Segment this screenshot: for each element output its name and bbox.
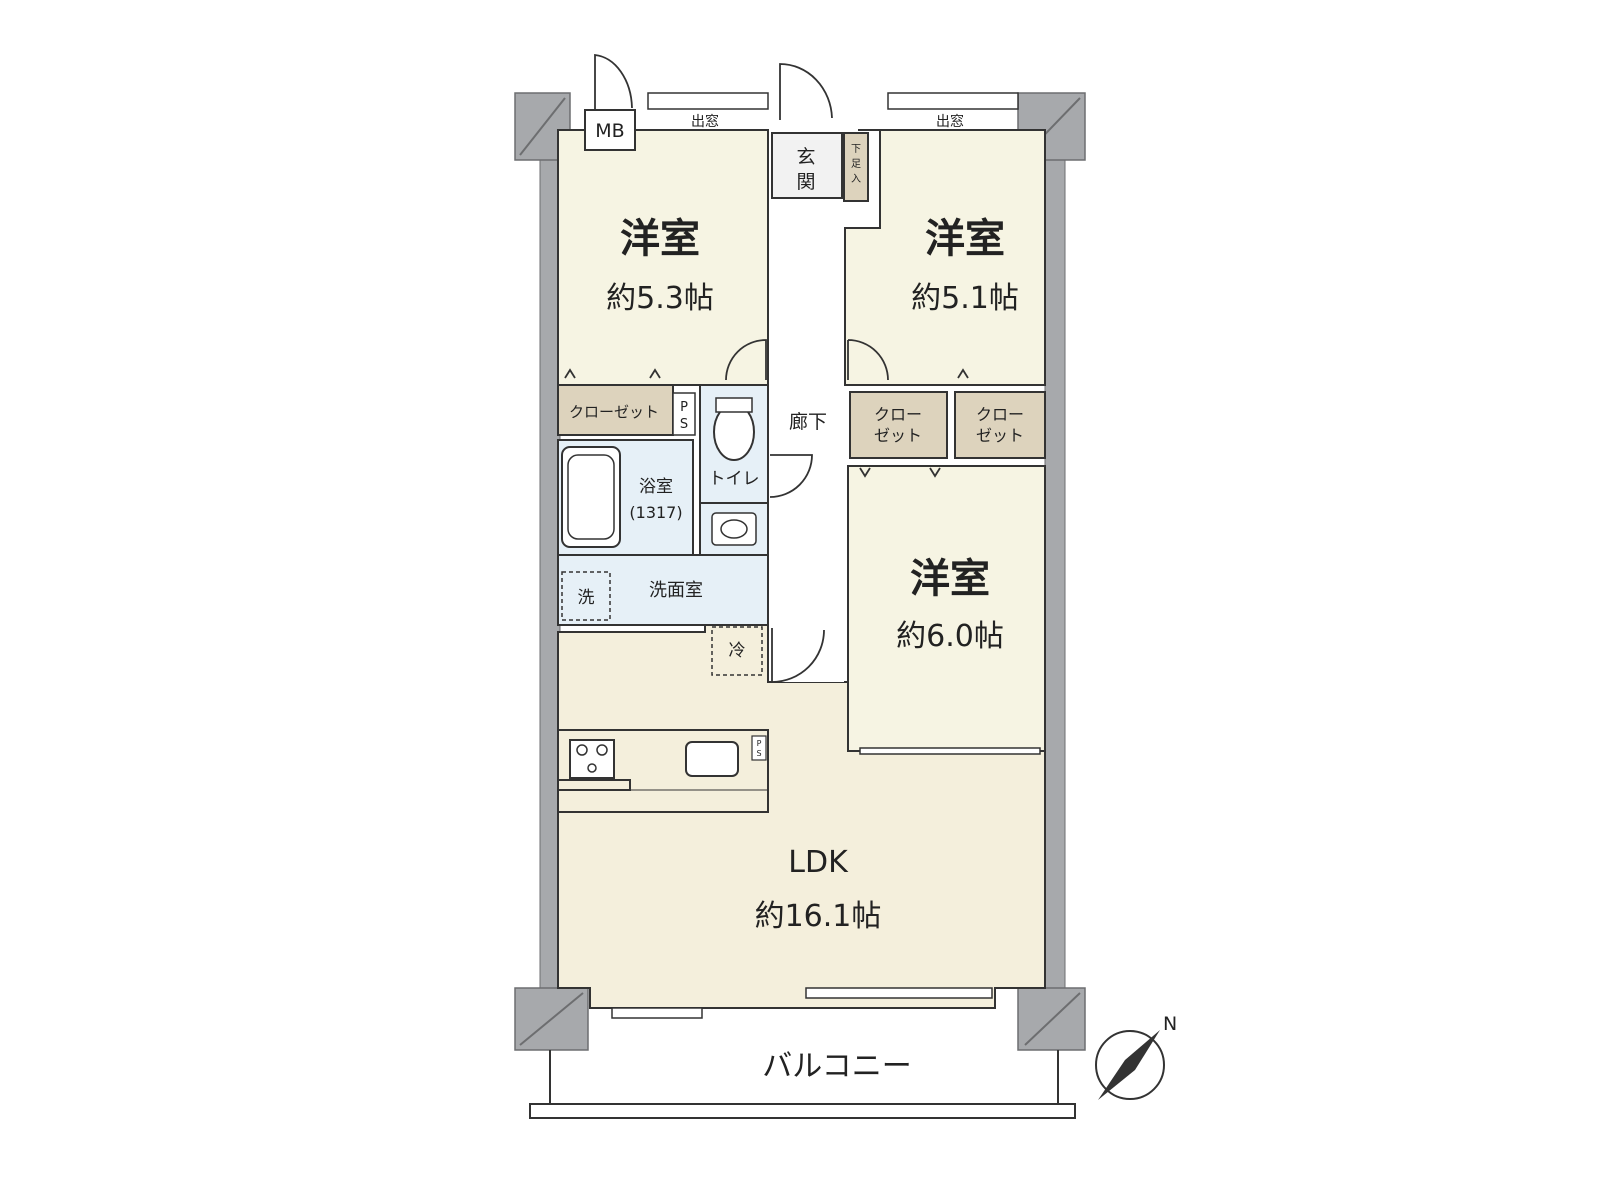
exterior-walls — [514, 92, 1086, 1051]
ps-top-label-1: P — [680, 400, 688, 415]
closet-3-label-2: ゼット — [976, 426, 1024, 445]
washer-label: 洗 — [578, 588, 595, 608]
washroom-label: 洗面室 — [649, 580, 703, 601]
room-western-1 — [557, 129, 769, 386]
western-3-size: 約6.0帖 — [896, 619, 1004, 654]
closet-2-label-1: クロー — [874, 405, 922, 424]
corridor-label: 廊下 — [789, 411, 827, 433]
room-western-3 — [847, 465, 1046, 752]
closet-1-label: クローゼット — [569, 403, 659, 421]
fixtures — [557, 397, 769, 813]
compass: N — [1095, 1013, 1177, 1100]
balcony-label: バルコニー — [762, 1049, 911, 1084]
bay-window-left-label: 出窓 — [691, 113, 719, 130]
fridge-space — [711, 626, 763, 676]
doors — [564, 54, 969, 683]
ps-kitchen-label-1: P — [757, 739, 762, 748]
bay-window-right — [887, 92, 1019, 110]
room-western-2 — [844, 129, 1046, 386]
compass-north-label: N — [1163, 1013, 1177, 1035]
bay-window-right-label: 出窓 — [936, 113, 964, 130]
ps-kitchen-label-2: S — [756, 749, 761, 758]
wash-basin — [720, 519, 748, 539]
window-ldk-2 — [805, 987, 993, 999]
door-mb — [594, 54, 633, 110]
closet-door-markers — [564, 368, 969, 478]
bath-size-label: (1317) — [629, 503, 682, 522]
balcony-rail — [529, 1103, 1076, 1119]
shoe-box-label-1: 下 — [851, 144, 861, 155]
window-ldk-1 — [611, 1007, 703, 1019]
door-ldk — [771, 628, 825, 683]
room-floors — [557, 109, 1046, 1009]
door-western-2 — [847, 339, 889, 381]
ldk-name: LDK — [788, 845, 849, 880]
western-1-size: 約5.3帖 — [606, 281, 714, 316]
toilet-label: トイレ — [709, 469, 760, 489]
door-western-1 — [725, 339, 767, 381]
western-3-name: 洋室 — [910, 556, 990, 602]
closet-3 — [954, 391, 1046, 459]
fridge-label: 冷 — [729, 641, 746, 661]
window-western-3 — [859, 747, 1041, 755]
closet-2 — [849, 391, 948, 459]
bath-name-label: 浴室 — [639, 477, 673, 497]
washroom-floor — [557, 554, 769, 626]
corridor-floor — [772, 198, 844, 682]
closet-3-label-1: クロー — [976, 405, 1024, 424]
ps-kitchen-box — [751, 735, 767, 761]
door-toilet — [769, 454, 813, 498]
western-2-size: 約5.1帖 — [911, 281, 1019, 316]
compass-needle — [1098, 1030, 1160, 1100]
ps-top-label-2: S — [680, 417, 688, 432]
door-front — [779, 63, 833, 120]
labels: 洋室 約5.3帖 洋室 約5.1帖 洋室 約6.0帖 LDK 約16.1帖 MB… — [569, 113, 1024, 1084]
entrance-floor — [771, 132, 843, 199]
windows — [611, 92, 1041, 1019]
entrance-label-1: 玄 — [796, 146, 815, 168]
shoe-box-label-2: 足 — [851, 158, 861, 170]
stove — [569, 739, 615, 779]
closet-2-label-2: ゼット — [874, 426, 922, 445]
kitchen-sink — [685, 741, 739, 777]
mb-label: MB — [595, 120, 624, 142]
western-1-name: 洋室 — [620, 216, 700, 262]
washer-space — [561, 571, 611, 621]
balcony — [529, 1050, 1076, 1119]
shoe-box-label-3: 入 — [851, 174, 861, 185]
western-2-name: 洋室 — [925, 216, 1005, 262]
ps-top-box — [672, 392, 696, 436]
mb-box — [584, 109, 636, 151]
ldk-size: 約16.1帖 — [755, 899, 882, 934]
entrance-label-2: 関 — [796, 171, 815, 193]
bay-window-left — [647, 92, 769, 110]
shoe-box — [843, 132, 869, 202]
